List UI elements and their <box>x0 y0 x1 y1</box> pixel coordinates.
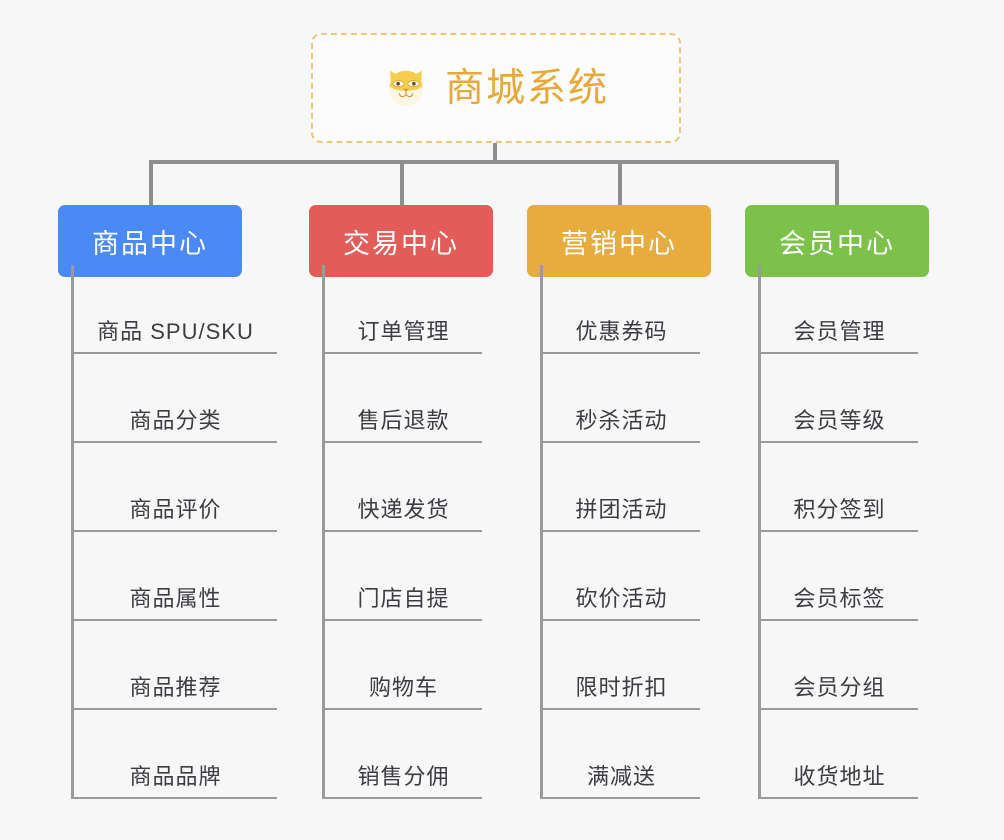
sub-item[interactable]: 积分签到 <box>761 443 918 532</box>
sub-item-label: 商品推荐 <box>129 675 222 700</box>
sub-item[interactable]: 门店自提 <box>325 532 482 621</box>
sub-item-label: 会员分组 <box>793 675 886 700</box>
sub-item[interactable]: 商品 SPU/SKU <box>74 265 277 354</box>
category-label: 交易中心 <box>343 228 459 259</box>
sub-item-label: 商品 SPU/SKU <box>97 319 254 344</box>
connector-drop-1 <box>149 160 153 205</box>
sub-item[interactable]: 订单管理 <box>325 265 482 354</box>
sub-item-label: 商品属性 <box>129 586 222 611</box>
sub-item-column-product-center: 商品 SPU/SKU 商品分类商品评价商品属性商品推荐商品品牌 <box>71 265 277 799</box>
sub-item-label: 快递发货 <box>357 497 450 522</box>
sub-item-label: 拼团活动 <box>575 497 668 522</box>
sub-item-label: 优惠券码 <box>575 319 668 344</box>
sub-item-column-trade-center: 订单管理售后退款快递发货门店自提购物车销售分佣 <box>322 265 482 799</box>
connector-horizontal-bus <box>149 160 839 164</box>
root-node-title: 商城系统 <box>444 66 609 110</box>
sub-item[interactable]: 商品属性 <box>74 532 277 621</box>
sub-item[interactable]: 售后退款 <box>325 354 482 443</box>
sub-item-column-marketing-center: 优惠券码秒杀活动拼团活动砍价活动限时折扣满减送 <box>540 265 700 799</box>
shiba-dog-face-icon <box>389 70 423 106</box>
sub-item[interactable]: 秒杀活动 <box>543 354 700 443</box>
category-label: 商品中心 <box>92 228 208 259</box>
connector-drop-3 <box>618 160 622 205</box>
category-box-product-center[interactable]: 商品中心 <box>58 205 242 277</box>
sub-item-label: 商品品牌 <box>129 764 222 789</box>
category-box-member-center[interactable]: 会员中心 <box>745 205 929 277</box>
sub-item[interactable]: 优惠券码 <box>543 265 700 354</box>
sub-item-label: 售后退款 <box>357 408 450 433</box>
sub-item[interactable]: 商品品牌 <box>74 710 277 799</box>
sub-item-label: 满减送 <box>586 764 656 789</box>
sub-item-label: 会员管理 <box>793 319 886 344</box>
sub-item[interactable]: 会员管理 <box>761 265 918 354</box>
sub-item-label: 积分签到 <box>793 497 886 522</box>
root-node-mall-system[interactable]: 商城系统 <box>311 33 681 143</box>
sub-item[interactable]: 商品评价 <box>74 443 277 532</box>
sub-item[interactable]: 快递发货 <box>325 443 482 532</box>
sub-item[interactable]: 商品推荐 <box>74 621 277 710</box>
sub-item[interactable]: 会员等级 <box>761 354 918 443</box>
sub-item-label: 销售分佣 <box>357 764 450 789</box>
category-label: 营销中心 <box>561 228 677 259</box>
sub-item-column-member-center: 会员管理会员等级积分签到会员标签会员分组收货地址 <box>758 265 918 799</box>
sub-item[interactable]: 购物车 <box>325 621 482 710</box>
category-label: 会员中心 <box>779 228 895 259</box>
sub-item-label: 购物车 <box>368 675 438 700</box>
sub-item-label: 商品评价 <box>129 497 222 522</box>
connector-drop-4 <box>835 160 839 205</box>
category-box-marketing-center[interactable]: 营销中心 <box>527 205 711 277</box>
sub-item-label: 会员等级 <box>793 408 886 433</box>
sub-item-label: 秒杀活动 <box>575 408 668 433</box>
connector-root-stem <box>493 143 497 164</box>
connector-drop-2 <box>400 160 404 205</box>
category-box-trade-center[interactable]: 交易中心 <box>309 205 493 277</box>
sub-item-label: 砍价活动 <box>575 586 668 611</box>
sub-item-label: 商品分类 <box>129 408 222 433</box>
sub-item-label: 限时折扣 <box>575 675 668 700</box>
sub-item[interactable]: 限时折扣 <box>543 621 700 710</box>
sub-item-label: 门店自提 <box>357 586 450 611</box>
sub-item[interactable]: 销售分佣 <box>325 710 482 799</box>
sub-item-label: 订单管理 <box>357 319 450 344</box>
sub-item[interactable]: 会员标签 <box>761 532 918 621</box>
sub-item[interactable]: 满减送 <box>543 710 700 799</box>
sub-item[interactable]: 拼团活动 <box>543 443 700 532</box>
sub-item[interactable]: 会员分组 <box>761 621 918 710</box>
sub-item[interactable]: 砍价活动 <box>543 532 700 621</box>
sub-item[interactable]: 收货地址 <box>761 710 918 799</box>
sub-item-label: 会员标签 <box>793 586 886 611</box>
sub-item-label: 收货地址 <box>793 764 886 789</box>
sub-item[interactable]: 商品分类 <box>74 354 277 443</box>
